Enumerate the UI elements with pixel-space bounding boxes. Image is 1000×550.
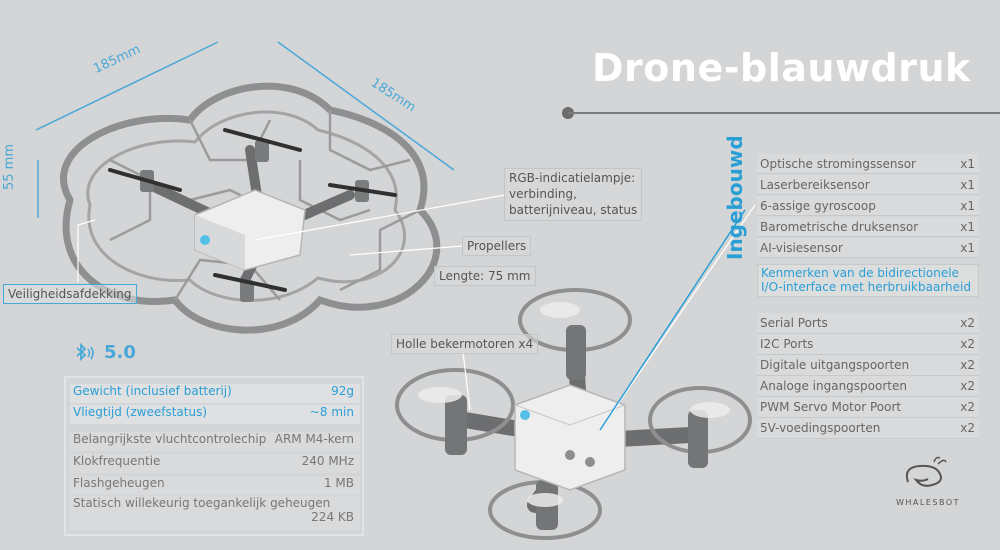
interface-item: 5V-voedingspoorten x2 xyxy=(757,418,979,439)
built-in-heading: Ingebouwd xyxy=(723,135,747,260)
page-title: Drone-blauwdruk xyxy=(592,46,971,90)
built-in-item-count: x1 xyxy=(960,177,975,192)
built-in-item: AI-visiesensor x1 xyxy=(757,238,979,258)
interface-item-count: x2 xyxy=(960,316,975,330)
interfaces-heading: Kenmerken van de bidirectionele I/O-inte… xyxy=(757,264,979,297)
interface-item-count: x2 xyxy=(960,337,975,351)
height-dimension-label: 55 mm xyxy=(2,143,17,190)
interface-item-label: Serial Ports xyxy=(760,316,828,330)
spec-row-flash: Flashgeheugen 1 MB xyxy=(70,476,360,495)
spec-row-weight: Gewicht (inclusief batterij) 92g xyxy=(70,384,360,403)
built-in-item: Barometrische druksensor x1 xyxy=(757,217,979,237)
length-callout: Lengte: 75 mm xyxy=(434,266,536,287)
interface-item-count: x2 xyxy=(960,400,975,414)
built-in-item: Laserbereiksensor x1 xyxy=(757,175,979,195)
whalesbot-logo: WHALESBOT xyxy=(888,452,968,507)
drone-top-view xyxy=(60,82,441,334)
interface-item-label: Analoge ingangspoorten xyxy=(760,379,907,393)
built-in-item-count: x1 xyxy=(960,198,975,213)
built-in-item-label: Barometrische druksensor xyxy=(760,219,919,234)
callout-leaders xyxy=(77,194,756,431)
spec-panel xyxy=(64,376,364,536)
interface-item: Analoge ingangspoorten x2 xyxy=(757,376,979,397)
interface-item: PWM Servo Motor Poort x2 xyxy=(757,397,979,418)
rgb-indicator-callout: RGB-indicatielampje: verbinding, batteri… xyxy=(504,168,643,221)
interface-item-label: Digitale uitgangspoorten xyxy=(760,358,910,372)
rgb-callout-line: verbinding, xyxy=(509,187,577,202)
built-in-item-label: Laserbereiksensor xyxy=(760,177,870,192)
rgb-callout-line: RGB-indicatielampje: xyxy=(509,171,636,185)
interface-item-count: x2 xyxy=(960,421,975,435)
spec-row-chip: Belangrijkste vluchtcontrolechip ARM M4-… xyxy=(70,432,360,451)
built-in-item: 6-assige gyroscoop x1 xyxy=(757,196,979,216)
bluetooth-version: 5.0 xyxy=(72,342,136,363)
built-in-item-label: AI-visiesensor xyxy=(760,240,843,255)
interface-item: I2C Ports x2 xyxy=(757,334,979,355)
bluetooth-icon xyxy=(76,342,94,361)
bluetooth-version-text: 5.0 xyxy=(104,342,136,363)
rgb-callout-line: batterijniveau, status xyxy=(509,203,638,218)
whale-logo-icon xyxy=(905,456,947,487)
interface-item: Serial Ports x2 xyxy=(757,313,979,334)
spec-row-clock: Klokfrequentie 240 MHz xyxy=(70,454,360,473)
motors-callout: Holle bekermotoren x4 xyxy=(391,334,539,355)
built-in-item-count: x1 xyxy=(960,219,975,234)
logo-text: WHALESBOT xyxy=(895,498,961,507)
title-divider xyxy=(568,112,1000,114)
spec-row-flight-time: Vliegtijd (zweefstatus) ~8 min xyxy=(70,405,360,424)
interface-item-label: 5V-voedingspoorten xyxy=(760,421,881,435)
spec-row-ram: Statisch willekeurig toegankelijk geheug… xyxy=(70,496,360,530)
built-in-item-count: x1 xyxy=(960,240,975,255)
interface-item-label: I2C Ports xyxy=(760,337,814,351)
interface-item-count: x2 xyxy=(960,379,975,393)
built-in-item-label: Optische stromingssensor xyxy=(760,156,916,171)
dimension-lines xyxy=(35,41,455,218)
interface-item-label: PWM Servo Motor Poort xyxy=(760,400,902,414)
interface-item-count: x2 xyxy=(960,358,975,372)
interface-item: Digitale uitgangspoorten x2 xyxy=(757,355,979,376)
safety-guard-callout: Veiligheidsafdekking xyxy=(3,284,137,305)
built-in-item: Optische stromingssensor x1 xyxy=(757,154,979,174)
built-in-item-label: 6-assige gyroscoop xyxy=(760,198,876,213)
drone-bottom-view xyxy=(395,288,752,540)
propellers-callout: Propellers xyxy=(462,236,532,257)
built-in-item-count: x1 xyxy=(960,156,975,171)
